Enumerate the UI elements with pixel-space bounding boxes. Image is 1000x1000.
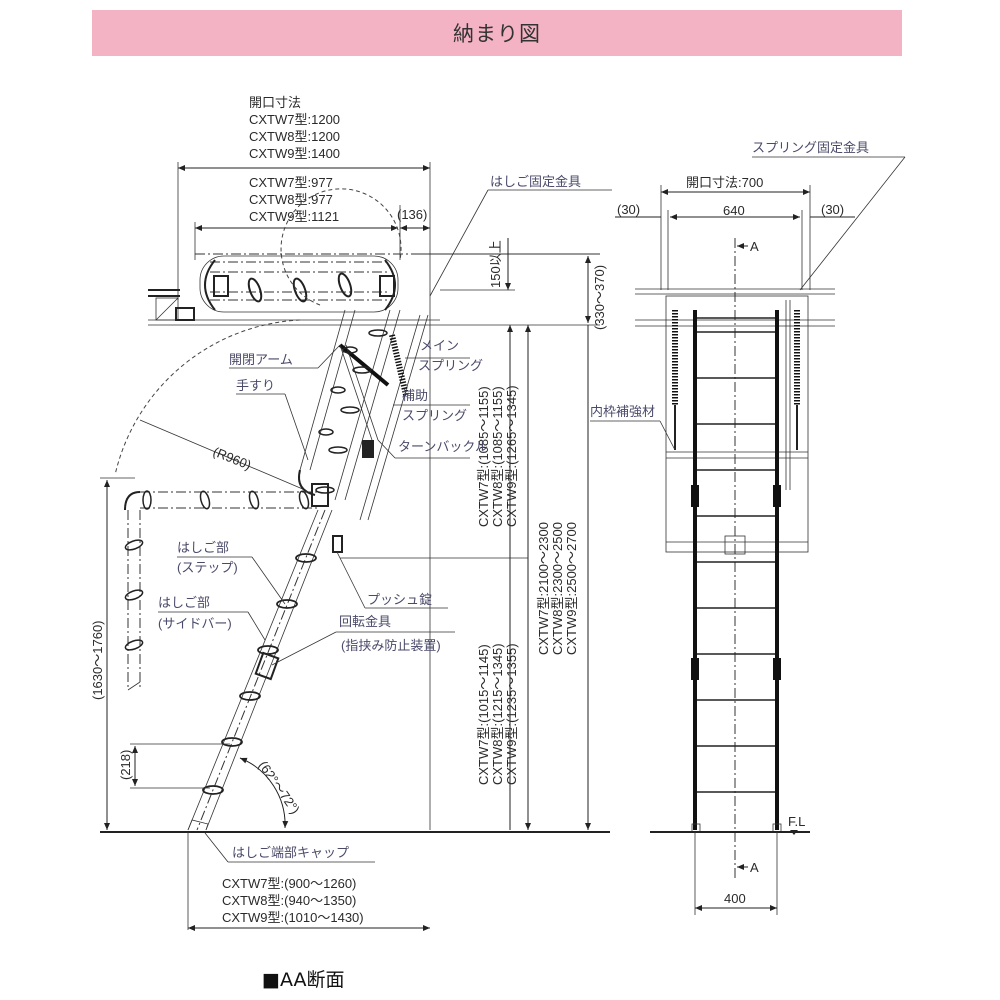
svg-text:CXTW9型:(1265〜1345): CXTW9型:(1265〜1345) [504, 385, 519, 527]
floor-projection-cxtw9: CXTW9型:(1010〜1430) [222, 910, 364, 925]
ladder-upper-section [298, 309, 429, 553]
label-ladder-sidebar-line2: (サイドバー) [158, 616, 232, 631]
label-ladder-end-cap: はしご端部キャップ [232, 845, 349, 860]
label-open-close-arm: 開閉アーム [229, 352, 293, 367]
angle-label: (62°〜72°) [256, 758, 303, 817]
section-title: 納まり図 [453, 22, 541, 46]
ladder-folding-path [124, 490, 320, 691]
vertical-total-dims: CXTW7型:2100〜2300 CXTW8型:2300〜2500 CXTW9型… [536, 522, 579, 655]
offset-136: (136) [397, 207, 427, 222]
front-side-left: (30) [617, 202, 640, 217]
front-inner-width: 640 [723, 203, 745, 218]
section-marker-a-bottom: A [750, 860, 759, 875]
label-inner-frame-reinforcement: 内枠補強材 [590, 404, 655, 419]
svg-text:CXTW9型:(1235〜1355): CXTW9型:(1235〜1355) [504, 643, 519, 785]
label-aux-spring-line1: 補助 [402, 388, 428, 403]
label-rotating-bracket-line2: (指挟み防止装置) [341, 638, 441, 653]
svg-text:CXTW7型:2100〜2300: CXTW7型:2100〜2300 [536, 522, 551, 655]
swing-radius-arc [114, 319, 301, 476]
ladder-steps [697, 317, 775, 793]
label-ladder-step-line2: (ステップ) [177, 560, 238, 575]
opening-size-cxtw7: CXTW7型:1200 [249, 112, 340, 127]
opening-size-label: 開口寸法 [249, 95, 301, 110]
min-150-dimension: 150以上 [488, 240, 503, 288]
floor-projection-cxtw7: CXTW7型:(900〜1260) [222, 876, 356, 891]
svg-text:CXTW9型:2500〜2700: CXTW9型:2500〜2700 [564, 522, 579, 655]
side-view: 開口寸法 CXTW7型:1200 CXTW8型:1200 CXTW9型:1400… [90, 95, 612, 931]
label-ladder-sidebar-line1: はしご部 [158, 595, 210, 610]
label-main-spring-line1: メイン [420, 338, 459, 353]
label-spring-fixing-bracket: スプリング固定金具 [752, 140, 869, 155]
front-bottom-width: 400 [724, 891, 746, 906]
front-opening-dimension: 開口寸法:700 [686, 175, 763, 190]
section-caption: ■AA断面 [262, 969, 345, 991]
front-side-right: (30) [821, 202, 844, 217]
label-ladder-fixing-bracket: はしご固定金具 [490, 174, 581, 189]
svg-text:CXTW8型:(1085〜1155): CXTW8型:(1085〜1155) [490, 386, 505, 527]
vertical-lower-dims: CXTW7型:(1015〜1145) CXTW8型:(1215〜1345) CX… [476, 643, 519, 785]
frame-size-cxtw8: CXTW8型:977 [249, 192, 333, 207]
svg-text:CXTW8型:2300〜2500: CXTW8型:2300〜2500 [550, 522, 565, 655]
svg-text:CXTW7型:(1015〜1145): CXTW7型:(1015〜1145) [476, 644, 491, 785]
folded-ladder [199, 255, 399, 313]
svg-text:CXTW8型:(1215〜1345): CXTW8型:(1215〜1345) [490, 643, 505, 785]
radius-label: (R960) [211, 444, 253, 473]
opening-size-cxtw8: CXTW8型:1200 [249, 129, 340, 144]
floor-projection-cxtw8: CXTW8型:(940〜1350) [222, 893, 356, 908]
push-lock-shape [332, 535, 343, 553]
rotating-bracket-shape [254, 651, 280, 681]
svg-text:CXTW7型:(1085〜1155): CXTW7型:(1085〜1155) [476, 386, 491, 527]
opening-size-cxtw9: CXTW9型:1400 [249, 146, 340, 161]
push-lock-front [724, 535, 746, 555]
section-marker-a-top: A [750, 239, 759, 254]
floor-level-marker: F.L [788, 814, 805, 829]
range-330-370: (330〜370) [592, 265, 607, 330]
ladder-lower-section [187, 509, 333, 831]
label-handrail: 手すり [236, 378, 275, 393]
frame-size-cxtw9: CXTW9型:1121 [249, 209, 339, 224]
label-rotating-bracket-line1: 回転金具 [339, 614, 391, 629]
label-main-spring-line2: スプリング [418, 358, 483, 373]
vertical-upper-dims: CXTW7型:(1085〜1155) CXTW8型:(1085〜1155) CX… [476, 385, 519, 527]
inner-frame [665, 295, 809, 553]
height-dimension: (1630〜1760) [90, 621, 105, 701]
label-turnbuckle: ターンバックル [398, 439, 488, 454]
frame-size-cxtw7: CXTW7型:977 [249, 175, 333, 190]
step-dimension: (218) [118, 750, 133, 780]
front-view: スプリング固定金具 開口寸法:700 640 (30) (30) A [590, 140, 906, 915]
label-push-lock: プッシュ錠 [367, 592, 432, 607]
label-aux-spring-line2: スプリング [402, 408, 467, 423]
section-title-banner: 納まり図 [92, 10, 902, 56]
label-ladder-step-line1: はしご部 [177, 540, 229, 555]
